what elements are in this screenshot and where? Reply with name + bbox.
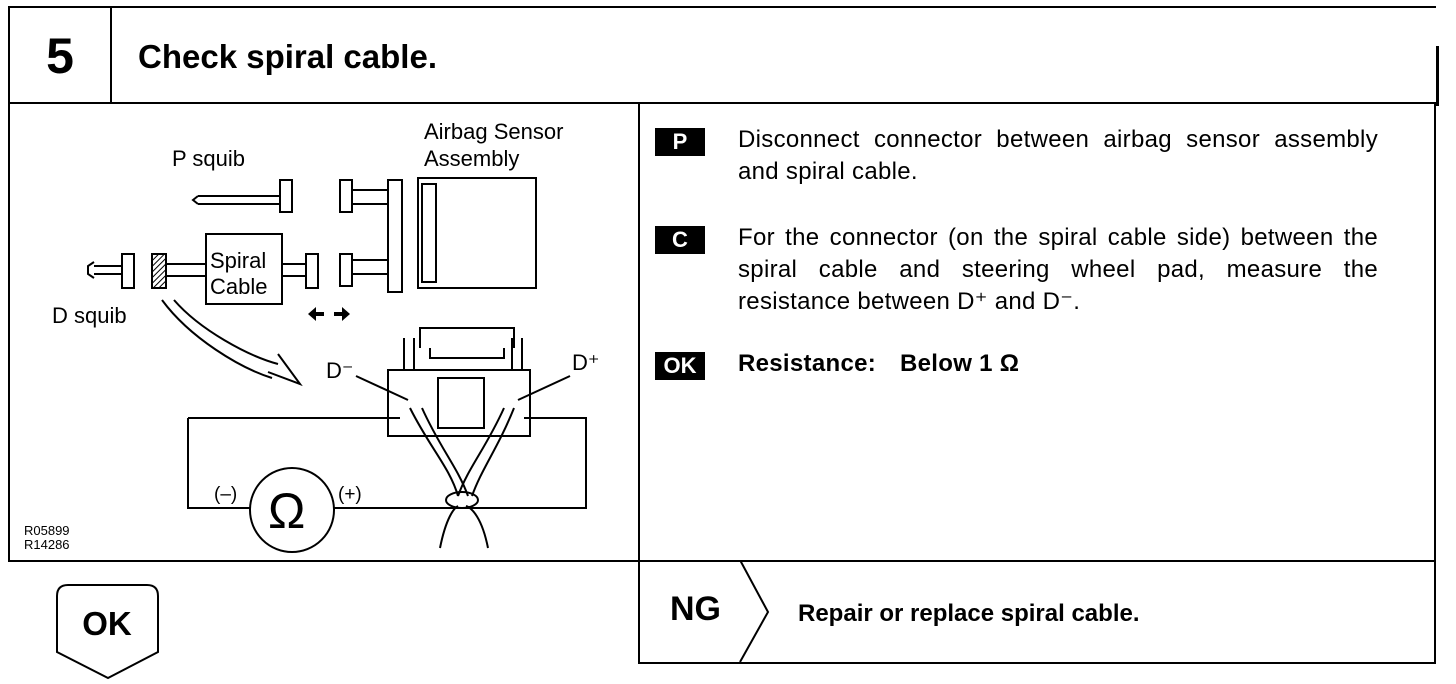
airbag-assembly-label: Assembly	[424, 146, 519, 171]
column-divider	[638, 102, 640, 560]
minus-label: (–)	[214, 484, 237, 505]
ng-chevron	[739, 560, 770, 662]
plus-label: (+)	[338, 484, 362, 505]
badge-p: P	[655, 128, 705, 156]
criteria-value: Below 1 Ω	[900, 350, 1020, 377]
step-body	[8, 102, 1436, 562]
badge-c: C	[655, 226, 705, 254]
instruction-text-p: Disconnect connector between airbag sens…	[738, 126, 1378, 185]
p-squib-label: P squib	[172, 146, 245, 171]
ng-label: NG	[670, 590, 721, 628]
ok-result-arrow	[56, 584, 159, 680]
spiral-label: Spiral	[210, 248, 266, 273]
ref-number-2: R14286	[24, 537, 70, 552]
step-header: 5 Check spiral cable.	[8, 6, 1439, 106]
ref-number-1: R05899	[24, 523, 70, 538]
cable-label: Cable	[210, 274, 267, 299]
header-edge	[1436, 46, 1439, 106]
step-title: Check spiral cable.	[138, 38, 437, 75]
d-minus-label: D⁻	[326, 358, 354, 383]
step-number: 5	[10, 8, 112, 104]
ok-result-label: OK	[82, 605, 132, 642]
ng-result: NG Repair or replace spiral cable.	[638, 560, 1436, 664]
ohm-symbol: Ω	[268, 483, 305, 539]
instruction-text-c: For the connector (on the spiral cable s…	[738, 224, 1378, 315]
spiral-cable-diagram: Airbag Sensor Assembly P squib D squib S…	[24, 119, 600, 553]
body-edge	[1434, 102, 1436, 560]
badge-ok: OK	[655, 352, 705, 380]
airbag-sensor-label: Airbag Sensor	[424, 119, 563, 144]
d-squib-label: D squib	[52, 303, 127, 328]
criteria-label: Resistance:	[738, 350, 877, 377]
ng-action: Repair or replace spiral cable.	[798, 600, 1140, 627]
d-plus-label: D⁺	[572, 350, 600, 375]
